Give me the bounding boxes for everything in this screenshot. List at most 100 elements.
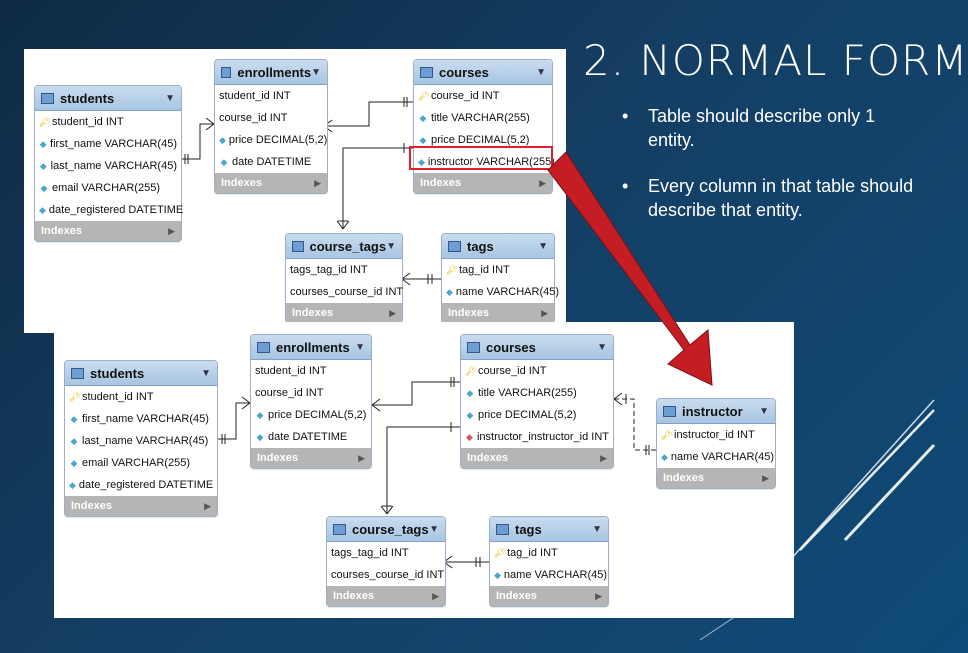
table-name: courses (486, 339, 536, 355)
column-row: student_id INT (251, 360, 371, 382)
indexes-section[interactable]: Indexes▶ (286, 303, 402, 323)
diamond-icon: ◆ (446, 287, 453, 297)
indexes-label: Indexes (496, 590, 537, 602)
indexes-section[interactable]: Indexes▶ (442, 303, 554, 323)
column-row: ◆name VARCHAR(45) (490, 564, 608, 586)
chevron-down-icon[interactable]: ▼ (592, 523, 602, 535)
diamond-icon: ◆ (256, 432, 264, 442)
chevron-down-icon[interactable]: ▼ (536, 66, 546, 78)
diamond-icon: ◆ (661, 452, 668, 462)
indexes-section[interactable]: Indexes▶ (215, 173, 327, 193)
column-row: 🔑︎instructor_id INT (657, 424, 775, 446)
students-table[interactable]: students▼ 🔑︎student_id INT ◆first_name V… (64, 360, 218, 517)
background-decoration (0, 0, 934, 653)
expand-arrow-icon[interactable]: ▶ (432, 590, 439, 601)
course-tags-table[interactable]: course_tags▼ tags_tag_id INT courses_cou… (285, 233, 403, 324)
table-header[interactable]: instructor ▼ (657, 399, 775, 424)
chevron-down-icon[interactable]: ▼ (429, 523, 439, 535)
column-label: name VARCHAR(45) (455, 286, 560, 298)
indexes-label: Indexes (41, 225, 82, 237)
table-header[interactable]: course_tags▼ (286, 234, 402, 259)
chevron-down-icon[interactable]: ▼ (759, 405, 769, 417)
column-label: price DECIMAL(5,2) (228, 134, 328, 146)
bullet-item: •Table should describe only 1 entity. (622, 106, 876, 150)
column-row: 🔑︎course_id INT (461, 360, 613, 382)
column-row: ◆email VARCHAR(255) (65, 452, 217, 474)
enrollments-table[interactable]: enrollments▼ student_id INT course_id IN… (250, 334, 372, 469)
table-icon (71, 367, 84, 379)
chevron-down-icon[interactable]: ▼ (201, 367, 211, 379)
table-name: enrollments (237, 64, 312, 80)
indexes-section[interactable]: Indexes▶ (251, 448, 371, 468)
instructor-table[interactable]: instructor▼ 🔑︎instructor_id INT ◆name VA… (656, 398, 776, 489)
indexes-label: Indexes (420, 177, 461, 189)
column-label: date DATETIME (232, 156, 312, 168)
bullet-text: Table should describe only 1 entity. (648, 106, 876, 150)
column-row: 🔑︎course_id INT (414, 85, 552, 107)
column-label: date_registered DATETIME (78, 479, 214, 491)
expand-arrow-icon[interactable]: ▶ (541, 307, 548, 318)
column-row: ◆title VARCHAR(255) (461, 382, 613, 404)
expand-arrow-icon[interactable]: ▶ (595, 590, 602, 601)
expand-arrow-icon[interactable]: ▶ (204, 500, 211, 511)
column-label: student_id INT (82, 391, 154, 403)
column-row: tags_tag_id INT (327, 542, 445, 564)
table-header[interactable]: tags▼ (442, 234, 554, 259)
courses-table[interactable]: courses▼ 🔑︎course_id INT ◆title VARCHAR(… (413, 59, 555, 194)
top-relationship-lines (180, 97, 441, 286)
table-header[interactable]: courses ▼ (461, 335, 613, 360)
table-header[interactable]: students▼ (65, 361, 217, 386)
students-table[interactable]: students▼ 🔑︎student_id INT ◆first_name V… (34, 85, 183, 242)
key-icon: 🔑︎ (39, 117, 51, 127)
indexes-label: Indexes (467, 452, 508, 464)
course-tags-table[interactable]: course_tags▼ tags_tag_id INT courses_cou… (326, 516, 446, 607)
table-header[interactable]: tags▼ (490, 517, 608, 542)
indexes-section[interactable]: Indexes▶ (65, 496, 217, 516)
expand-arrow-icon[interactable]: ▶ (539, 177, 546, 188)
expand-arrow-icon[interactable]: ▶ (168, 225, 175, 236)
key-icon: 🔑︎ (661, 430, 673, 440)
indexes-section[interactable]: Indexes▶ (657, 468, 775, 488)
chevron-down-icon[interactable]: ▼ (538, 240, 548, 252)
column-label: course_id INT (478, 365, 547, 377)
column-label: price DECIMAL(5,2) (268, 409, 367, 421)
indexes-section[interactable]: Indexes▶ (327, 586, 445, 606)
indexes-section[interactable]: Indexes ▶ (35, 221, 181, 241)
expand-arrow-icon[interactable]: ▶ (389, 307, 396, 318)
chevron-down-icon[interactable]: ▼ (597, 341, 607, 353)
table-icon (292, 240, 304, 252)
expand-arrow-icon[interactable]: ▶ (762, 472, 769, 483)
expand-arrow-icon[interactable]: ▶ (600, 452, 607, 463)
enrollments-table[interactable]: enrollments▼ student_id INT course_id IN… (214, 59, 328, 194)
table-header[interactable]: students▼ (35, 86, 181, 111)
diamond-icon: ◆ (70, 458, 78, 468)
indexes-section[interactable]: Indexes ▶ (461, 448, 613, 468)
red-arrow (547, 151, 713, 386)
table-icon (496, 523, 509, 535)
expand-arrow-icon[interactable]: ▶ (358, 452, 365, 463)
expand-arrow-icon[interactable]: ▶ (314, 177, 321, 188)
column-row: ◆name VARCHAR(45) (442, 281, 559, 303)
column-label: instructor VARCHAR(255) (427, 156, 555, 168)
column-label: instructor_instructor_id INT (476, 431, 609, 443)
tags-table[interactable]: tags▼ 🔑︎tag_id INT ◆name VARCHAR(45) Ind… (489, 516, 609, 607)
table-header[interactable]: course_tags▼ (327, 517, 445, 542)
chevron-down-icon[interactable]: ▼ (355, 341, 365, 353)
indexes-section[interactable]: Indexes ▶ (414, 173, 552, 193)
chevron-down-icon[interactable]: ▼ (386, 240, 396, 252)
table-name: courses (439, 64, 489, 80)
table-header[interactable]: enrollments▼ (251, 335, 371, 360)
chevron-down-icon[interactable]: ▼ (165, 92, 175, 104)
table-header[interactable]: enrollments▼ (215, 60, 327, 85)
indexes-section[interactable]: Indexes ▶ (490, 586, 608, 606)
diamond-icon: ◆ (466, 410, 474, 420)
table-name: course_tags (309, 238, 387, 254)
tags-table[interactable]: tags▼ 🔑︎tag_id INT ◆name VARCHAR(45) Ind… (441, 233, 559, 324)
bullet-item: •Every column in that table should descr… (622, 176, 914, 220)
table-header[interactable]: courses ▼ (414, 60, 552, 85)
column-row: 🔑︎tag_id INT (442, 259, 554, 281)
courses-table[interactable]: courses ▼ 🔑︎course_id INT ◆title VARCHAR(… (460, 334, 614, 469)
table-name: instructor (682, 403, 743, 419)
chevron-down-icon[interactable]: ▼ (311, 66, 321, 78)
table-icon (448, 240, 461, 252)
